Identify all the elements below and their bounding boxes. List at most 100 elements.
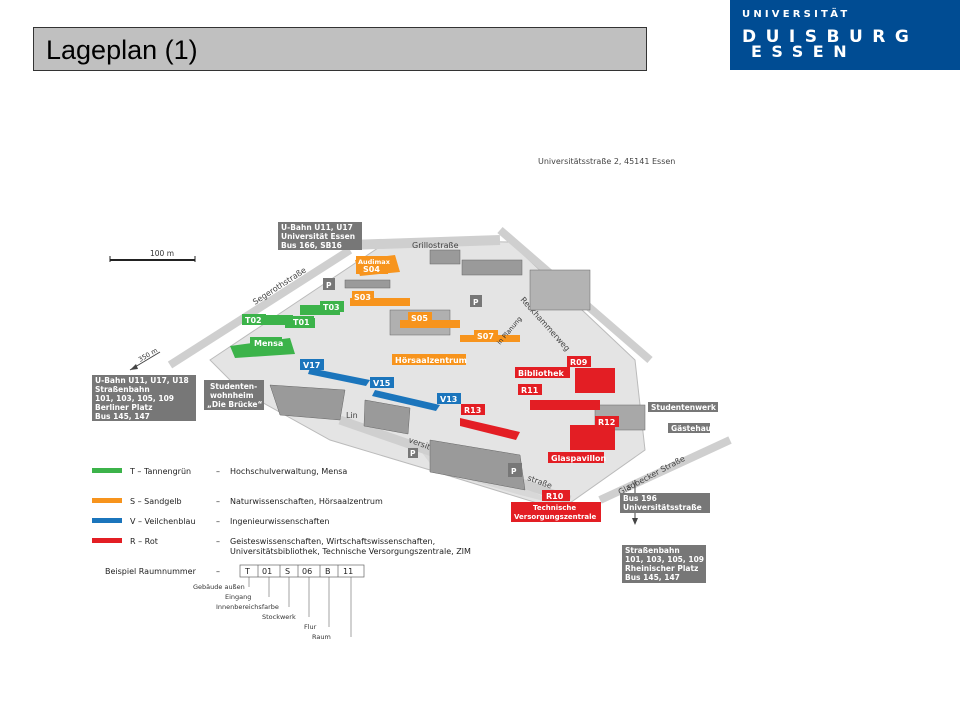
tag-T02: T02 [242, 314, 266, 325]
svg-text:Stockwerk: Stockwerk [262, 613, 296, 621]
street-grillo: Grillostraße [412, 241, 459, 250]
svg-text:Gebäude außen: Gebäude außen [193, 583, 245, 591]
svg-text:Flur: Flur [304, 623, 317, 631]
svg-text:R11: R11 [521, 386, 539, 395]
logo-universitaet: UNIVERSITÄT [742, 9, 851, 20]
tag-S05: S05 [408, 312, 432, 323]
svg-text:Universitätsstraße: Universitätsstraße [623, 503, 702, 512]
grey-buildings [269, 249, 646, 491]
svg-text:Universitätsbibliothek, Techni: Universitätsbibliothek, Technische Verso… [230, 547, 471, 556]
svg-text:Ingenieurwissenschaften: Ingenieurwissenschaften [230, 517, 329, 526]
svg-text:T03: T03 [323, 303, 340, 312]
tag-V17: V17 [300, 359, 324, 370]
svg-text:U-Bahn U11, U17: U-Bahn U11, U17 [281, 223, 353, 232]
tag-gaestehaus: Gästehaus [668, 423, 716, 433]
transit-left: U-Bahn U11, U17, U18 Straßenbahn 101, 10… [92, 375, 196, 421]
transit-right-tram: Straßenbahn 101, 103, 105, 109 Rheinisch… [622, 545, 706, 583]
svg-text:Mensa: Mensa [254, 339, 283, 348]
example-room-number: Beispiel Raumnummer – T 01 S 06 B 11 Geb… [105, 564, 365, 641]
svg-text:Bibliothek: Bibliothek [518, 369, 564, 378]
svg-text:R09: R09 [570, 358, 588, 367]
svg-text:V – Veilchenblau: V – Veilchenblau [130, 517, 196, 526]
tag-T01: T01 [290, 316, 314, 327]
tag-T03: T03 [320, 301, 344, 312]
svg-text:Gästehaus: Gästehaus [671, 424, 716, 433]
parking-signs: P P P P [323, 278, 522, 477]
tag-R13: R13 [461, 404, 485, 415]
svg-text:–: – [216, 497, 220, 506]
svg-text:Studenten-: Studenten- [210, 382, 257, 391]
svg-text:Geisteswissenschaften, Wirtsch: Geisteswissenschaften, Wirtschaftswissen… [230, 537, 435, 546]
svg-text:U-Bahn U11, U17, U18: U-Bahn U11, U17, U18 [95, 376, 189, 385]
svg-text:Raum: Raum [312, 633, 331, 641]
svg-text:T – Tannengrün: T – Tannengrün [129, 467, 191, 476]
svg-text:Straßenbahn: Straßenbahn [625, 546, 680, 555]
svg-text:Hörsaalzentrum: Hörsaalzentrum [395, 356, 467, 365]
red-buildings [460, 368, 615, 450]
svg-text:–: – [216, 467, 220, 476]
svg-text:B: B [325, 567, 331, 576]
svg-text:Straßenbahn: Straßenbahn [95, 385, 150, 394]
svg-text:Bus 196: Bus 196 [623, 494, 657, 503]
svg-text:wohnheim: wohnheim [210, 391, 254, 400]
svg-text:„Die Brücke“: „Die Brücke“ [207, 400, 262, 409]
tag-R09: R09 [567, 356, 591, 367]
tag-R11: R11 [518, 384, 542, 395]
svg-text:Bus 145, 147: Bus 145, 147 [95, 412, 150, 421]
svg-text:Berliner Platz: Berliner Platz [95, 403, 152, 412]
svg-text:R12: R12 [598, 418, 615, 427]
svg-text:Bus 145, 147: Bus 145, 147 [625, 573, 680, 582]
svg-text:101, 103, 105, 109: 101, 103, 105, 109 [95, 394, 174, 403]
svg-text:Universität Essen: Universität Essen [281, 232, 355, 241]
svg-text:S07: S07 [477, 332, 494, 341]
tag-R12: R12 [595, 416, 619, 427]
svg-text:V13: V13 [440, 395, 457, 404]
svg-text:–: – [216, 517, 220, 526]
tag-audimax: Audimax S04 [356, 256, 391, 274]
transit-right-bus: Bus 196 Universitätsstraße [620, 493, 710, 513]
transit-top: U-Bahn U11, U17 Universität Essen Bus 16… [278, 222, 362, 250]
tag-wohnheim: Studenten- wohnheim „Die Brücke“ [204, 380, 264, 410]
tag-mensa: Mensa [250, 337, 283, 348]
svg-text:P: P [473, 298, 479, 307]
svg-text:Studentenwerk: Studentenwerk [651, 403, 717, 412]
svg-text:S05: S05 [411, 314, 428, 323]
svg-text:T01: T01 [293, 318, 310, 327]
svg-text:101, 103, 105, 109: 101, 103, 105, 109 [625, 555, 704, 564]
tag-bibliothek: Bibliothek [515, 367, 570, 378]
svg-text:S04: S04 [363, 265, 380, 274]
street-univ-left: Lin [346, 411, 358, 420]
svg-text:S – Sandgelb: S – Sandgelb [130, 497, 182, 506]
svg-text:V17: V17 [303, 361, 320, 370]
svg-text:–: – [216, 567, 220, 576]
logo-essen: ESSEN [751, 42, 857, 61]
svg-text:T02: T02 [245, 316, 262, 325]
svg-text:V15: V15 [373, 379, 391, 388]
legend: T – Tannengrün – Hochschulverwaltung, Me… [92, 467, 471, 556]
svg-text:Hochschulverwaltung, Mensa: Hochschulverwaltung, Mensa [230, 467, 347, 476]
svg-text:Bus 166, SB16: Bus 166, SB16 [281, 241, 342, 250]
svg-text:S03: S03 [354, 293, 371, 302]
svg-text:–: – [216, 537, 220, 546]
svg-text:Versorgungszentrale: Versorgungszentrale [514, 513, 597, 521]
svg-text:T: T [244, 567, 250, 576]
svg-text:Beispiel Raumnummer: Beispiel Raumnummer [105, 567, 197, 576]
distance-left: 350 m [129, 346, 161, 371]
tag-V13: V13 [437, 393, 461, 404]
blue-buildings [308, 368, 440, 411]
svg-text:Audimax: Audimax [358, 258, 391, 266]
tag-V15: V15 [370, 377, 394, 388]
tag-R10-tvz: R10 Technische Versorgungszentrale [511, 490, 601, 522]
scale-bar: 100 m [109, 249, 196, 262]
title-bar: Lageplan (1) [33, 27, 647, 71]
svg-text:Technische: Technische [533, 504, 576, 512]
tag-glaspavillon: Glaspavillon [548, 452, 607, 463]
svg-text:11: 11 [343, 567, 353, 576]
tag-S03: S03 [352, 291, 374, 302]
svg-text:01: 01 [262, 567, 272, 576]
svg-text:P: P [326, 281, 332, 290]
page-title: Lageplan (1) [46, 35, 198, 65]
svg-text:06: 06 [302, 567, 312, 576]
logo-duisburg: DUISBURG [742, 27, 919, 47]
address-text: Universitätsstraße 2, 45141 Essen [538, 157, 675, 166]
